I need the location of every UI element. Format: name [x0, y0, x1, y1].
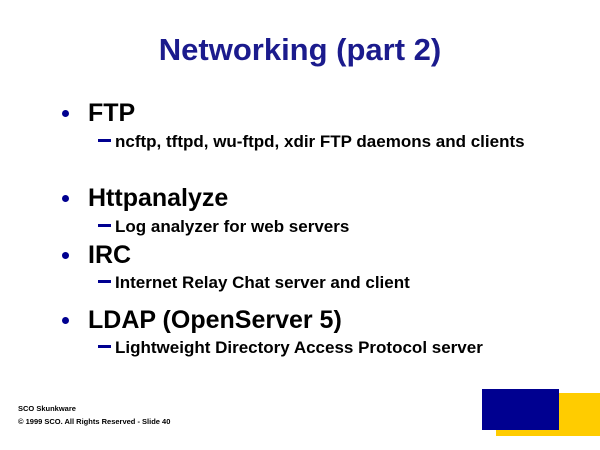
sub-bullet-irc: Internet Relay Chat server and client	[98, 273, 410, 292]
sub-bullet-text: Internet Relay Chat server and client	[115, 273, 410, 292]
bullet-label: IRC	[88, 241, 132, 269]
bullet-dot-icon	[62, 252, 69, 259]
sub-bullet-httpanalyze: Log analyzer for web servers	[98, 217, 350, 236]
sub-bullet-dash-icon	[98, 345, 111, 348]
slide-title: Networking (part 2)	[158, 32, 442, 67]
sub-bullet-ftp: ncftp, tftpd, wu-ftpd, xdir FTP daemons …	[98, 132, 525, 151]
bullet-label: Httpanalyze	[88, 184, 229, 212]
sub-bullet-text: ncftp, tftpd, wu-ftpd, xdir FTP daemons …	[115, 132, 525, 151]
footer-brand: SCO Skunkware	[18, 404, 76, 413]
footer-copyright: © 1999 SCO. All Rights Reserved - Slide …	[18, 417, 171, 426]
sub-bullet-ldap: Lightweight Directory Access Protocol se…	[98, 338, 483, 357]
bullet-dot-icon	[62, 195, 69, 202]
bullet-dot-icon	[62, 110, 69, 117]
bullet-item-irc: IRC	[62, 241, 132, 269]
bullet-item-ldap: LDAP (OpenServer 5)	[62, 306, 342, 334]
sub-bullet-text: Log analyzer for web servers	[115, 217, 350, 236]
bullet-dot-icon	[62, 317, 69, 324]
sub-bullet-dash-icon	[98, 280, 111, 283]
footer: SCO Skunkware © 1999 SCO. All Rights Res…	[18, 402, 170, 428]
sub-bullet-dash-icon	[98, 224, 111, 227]
sub-bullet-dash-icon	[98, 139, 111, 142]
corner-decoration-navy-rect	[482, 389, 559, 430]
bullet-item-httpanalyze: Httpanalyze	[62, 184, 229, 212]
bullet-item-ftp: FTP	[62, 99, 136, 127]
bullet-label: FTP	[88, 99, 136, 127]
sub-bullet-text: Lightweight Directory Access Protocol se…	[115, 338, 483, 357]
bullet-label: LDAP (OpenServer 5)	[88, 306, 342, 334]
